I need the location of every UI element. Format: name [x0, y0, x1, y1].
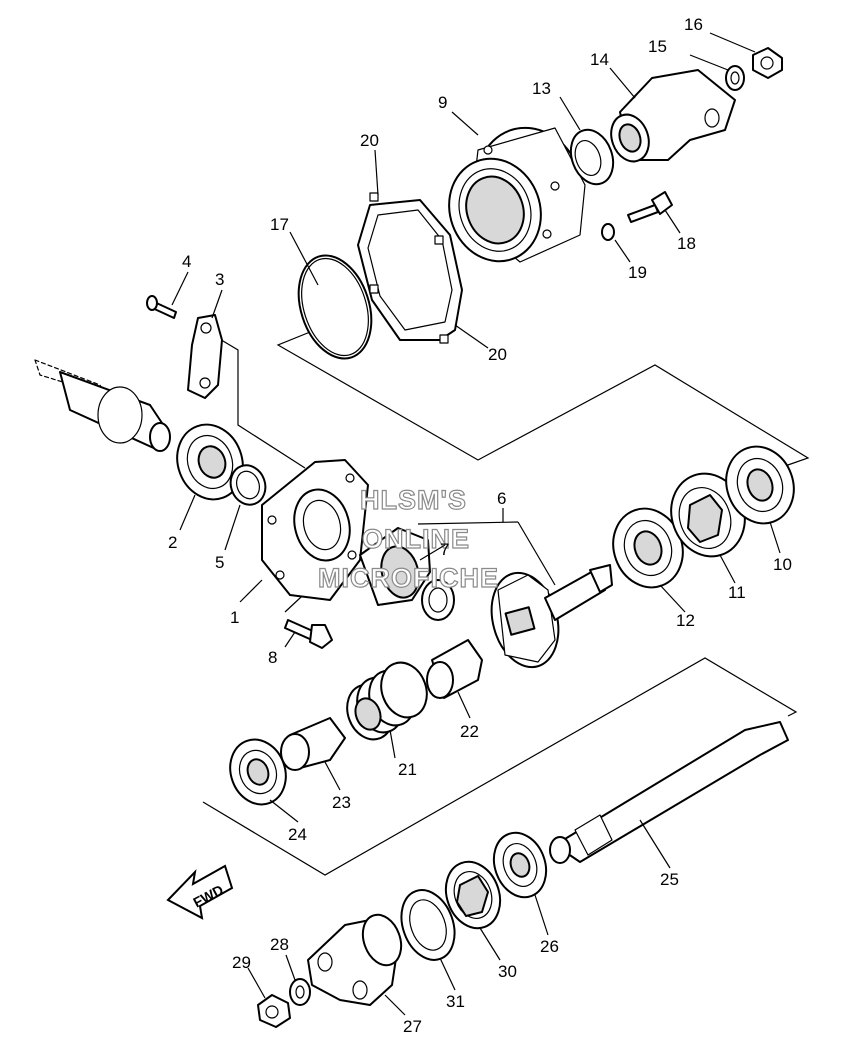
callout-3: 3 [215, 270, 224, 289]
callout-4: 4 [182, 252, 191, 271]
callout-13: 13 [532, 79, 551, 98]
callout-26: 26 [540, 937, 559, 956]
callout-24: 24 [288, 825, 307, 844]
part-15-washer [725, 65, 745, 91]
part-26-bearing [492, 831, 548, 899]
part-10-bearing [725, 445, 795, 525]
callout-7: 7 [440, 540, 449, 559]
callout-8: 8 [268, 648, 277, 667]
part-24-bearing [229, 738, 287, 806]
callout-18: 18 [677, 234, 696, 253]
part-20-gasket [357, 192, 463, 344]
watermark-line-1: HLSM'S [360, 485, 467, 515]
assembly-guide-lines [202, 327, 810, 876]
callout-31: 31 [446, 992, 465, 1011]
watermark-line-3: MICROFICHE [318, 563, 499, 593]
callout-10: 10 [773, 555, 792, 574]
callout-28: 28 [270, 935, 289, 954]
callout-12: 12 [676, 611, 695, 630]
part-7-drive-pinion-gear [359, 527, 455, 621]
part-30-ring-nut [444, 860, 502, 930]
callout-21: 21 [398, 760, 417, 779]
callout-16: 16 [684, 15, 703, 34]
callout-6: 6 [497, 489, 506, 508]
watermark-line-2: ONLINE [362, 524, 470, 554]
callout-leaders [171, 32, 781, 1016]
part-4-screw [146, 295, 177, 319]
part-22-collar [426, 639, 483, 699]
callout-22: 22 [460, 722, 479, 741]
part-18-bolt [627, 191, 673, 223]
part-12-bearing [612, 507, 684, 589]
part-29-nut [257, 994, 291, 1028]
callout-30: 30 [498, 962, 517, 981]
part-28-washer [289, 978, 311, 1006]
part-16-nut [752, 47, 783, 79]
part-25-drive-shaft [549, 721, 789, 864]
part-17-o-ring [297, 254, 373, 360]
callout-17: 17 [270, 215, 289, 234]
fwd-arrow-icon: FWD [166, 864, 234, 920]
part-3-stopper-plate [187, 314, 223, 399]
part-19-washer [601, 223, 615, 241]
callout-5: 5 [215, 553, 224, 572]
callout-23: 23 [332, 793, 351, 812]
part-1-bearing-retainer [261, 459, 369, 601]
part-14-yoke [610, 69, 736, 163]
callout-labels: 1 2 3 4 5 6 7 8 9 10 11 12 13 14 15 16 1… [168, 15, 792, 1036]
callout-11: 11 [728, 583, 746, 602]
callout-25: 25 [660, 870, 679, 889]
callout-19: 19 [628, 263, 647, 282]
part-6-ring-gear [490, 564, 613, 669]
part-23-collar [280, 717, 346, 771]
part-13-oil-seal [569, 128, 615, 186]
callout-29: 29 [232, 953, 251, 972]
part-5-shim [229, 464, 267, 506]
callout-20a: 20 [360, 131, 379, 150]
callout-2: 2 [168, 533, 177, 552]
watermark: HLSM'S ONLINE MICROFICHE [317, 484, 499, 593]
part-21-spring [346, 661, 428, 741]
part-11-ring-nut [670, 472, 746, 558]
callout-27: 27 [403, 1017, 422, 1036]
part-8-bolt [284, 619, 333, 649]
part-31-oil-seal [400, 889, 456, 961]
callout-20b: 20 [488, 345, 507, 364]
callout-1: 1 [230, 608, 239, 627]
part-2-bearing [176, 423, 244, 501]
callout-9: 9 [438, 93, 447, 112]
part-27-yoke [307, 913, 403, 1006]
callout-14: 14 [590, 50, 609, 69]
input-shaft [34, 359, 171, 452]
callout-15: 15 [648, 37, 667, 56]
part-9-bearing-housing [448, 126, 586, 263]
